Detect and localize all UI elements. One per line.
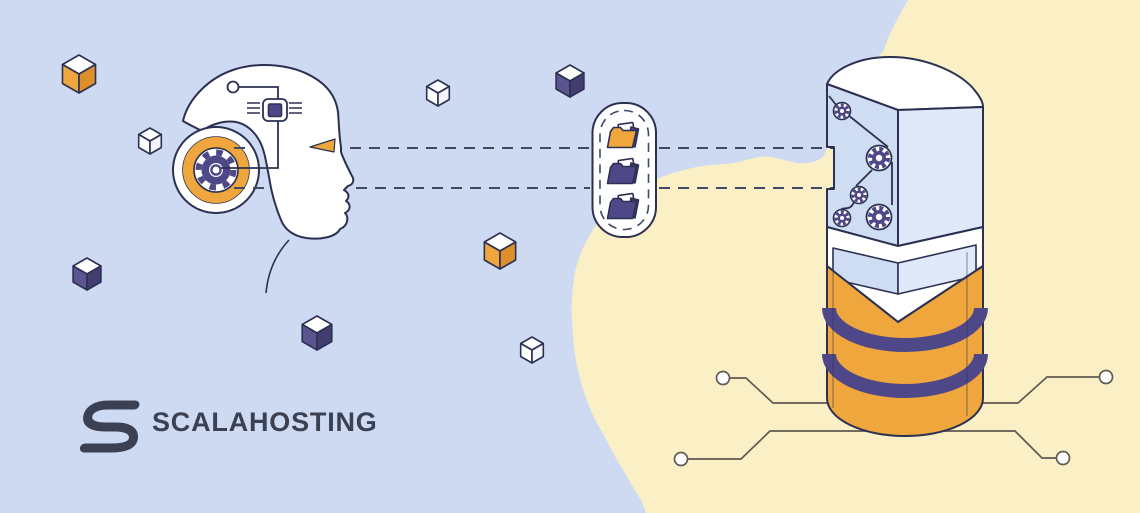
ear-dash-segments	[234, 147, 267, 189]
cube-purple	[72, 257, 102, 291]
chip-core	[267, 103, 283, 118]
brand-name: SCALAHOSTING	[152, 407, 378, 437]
belt-lines	[828, 95, 893, 211]
trace-node-bottom-left	[673, 451, 689, 467]
server-cutaway-right-face	[897, 106, 984, 247]
cube-white	[519, 336, 545, 364]
cube-purple	[301, 315, 333, 351]
cube-orange	[483, 232, 517, 270]
folder-card	[591, 102, 657, 238]
dashed-data-lines	[350, 147, 833, 189]
cube-orange	[61, 54, 97, 94]
server-band-2	[822, 353, 988, 398]
server-top-dome	[826, 56, 984, 111]
chip-pins	[247, 102, 302, 114]
trace-node-top-left	[715, 370, 731, 386]
cubes-layer	[61, 54, 585, 364]
server-seams	[832, 252, 968, 416]
logo-mark-icon	[79, 400, 140, 453]
card-dashed-border	[599, 109, 650, 231]
head-profile	[182, 64, 355, 240]
cube-white	[137, 127, 163, 155]
eye-triangle	[309, 138, 336, 153]
ai-head	[172, 64, 355, 294]
trace-node-top-right	[1098, 369, 1114, 385]
chip-wires	[221, 86, 279, 169]
trace-node-bottom-right	[1055, 450, 1071, 466]
circuit-traces	[673, 369, 1114, 467]
brain-chip	[221, 80, 302, 169]
server-mechanism	[828, 95, 893, 230]
neck-line	[265, 239, 290, 294]
cube-purple	[555, 64, 585, 98]
server-band-1	[822, 307, 988, 352]
cube-white	[425, 79, 451, 107]
database-server	[822, 56, 988, 437]
ear-gear	[172, 126, 267, 214]
brand-logo: SCALAHOSTING	[79, 400, 378, 453]
chip-node	[226, 80, 240, 94]
